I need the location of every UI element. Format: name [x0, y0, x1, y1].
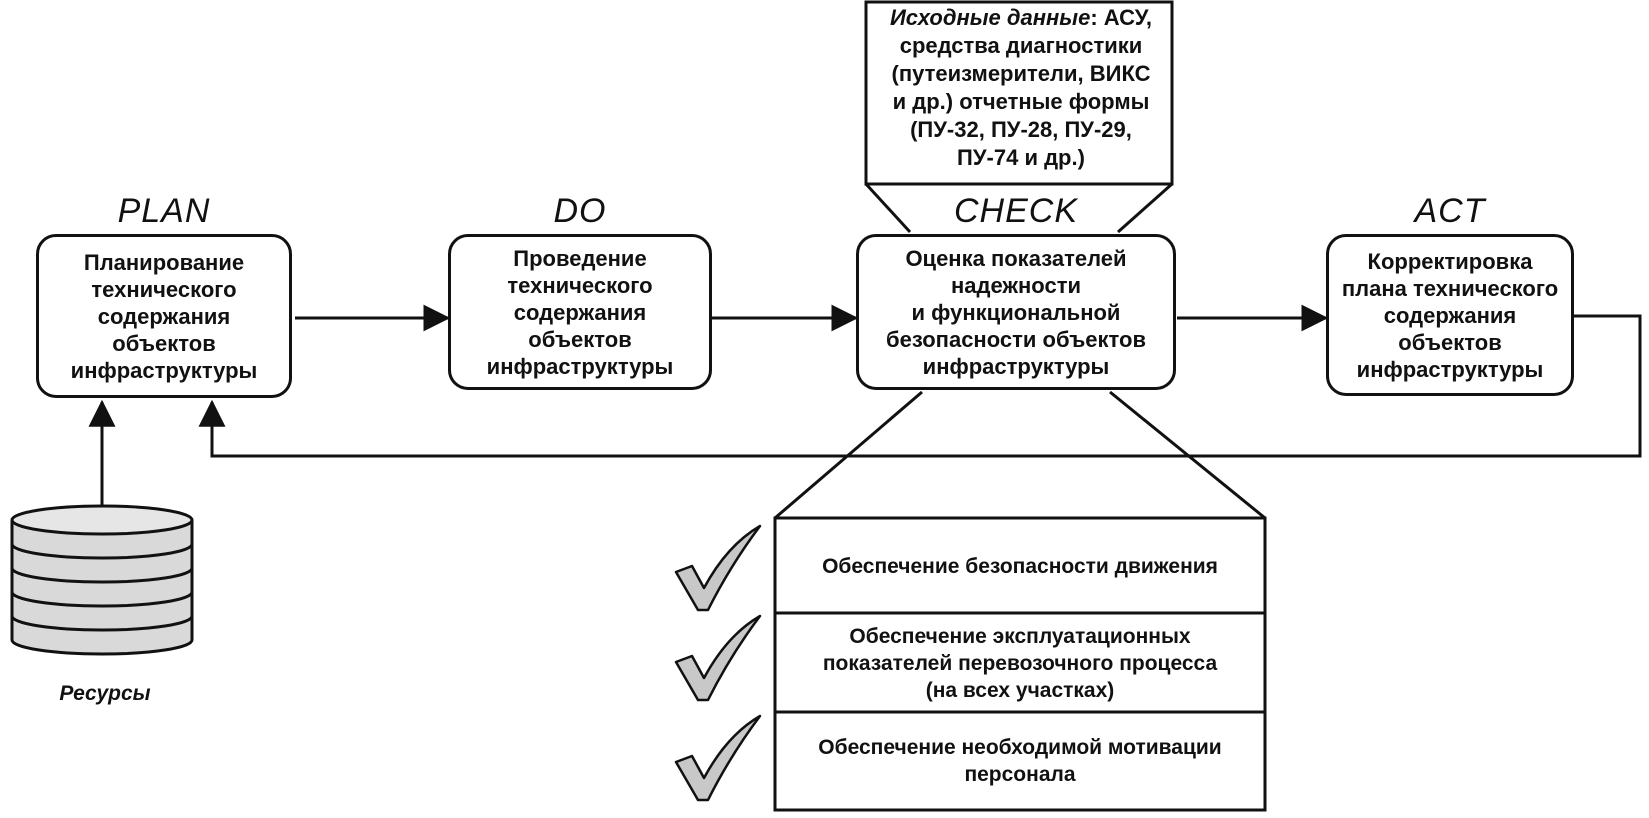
- database-icon: [10, 504, 194, 656]
- stage-title-act: ACT: [1414, 192, 1486, 230]
- goal-text-safety: Обеспечение безопасности движения: [822, 555, 1218, 578]
- stage-title-do: DO: [553, 192, 607, 230]
- stage-box-do: Проведение технического содержания объек…: [448, 234, 712, 390]
- input-data-label: Исходные данные: [889, 5, 1091, 30]
- checkmark-icon: [674, 524, 762, 612]
- stage-box-act: Корректировка плана технического содержа…: [1326, 234, 1574, 396]
- stage-text-act: Корректировка плана технического содержа…: [1341, 248, 1559, 382]
- feedback-loop-arrow: [198, 314, 1642, 458]
- stage-text-do: Проведение технического содержания объек…: [486, 245, 674, 379]
- stage-text-plan: Планирование технического содержания объ…: [70, 249, 258, 383]
- stage-title-check: CHECK: [953, 192, 1079, 230]
- input-data-rest: средства диагностики (путеизмерители, ВИ…: [891, 33, 1151, 170]
- goal-item: Обеспечение необходимой мотивации персон…: [775, 713, 1265, 809]
- stage-title-plan: PLAN: [117, 192, 211, 230]
- input-data-line1: : АСУ,: [1090, 5, 1153, 30]
- goals-callout: [774, 390, 1266, 520]
- goals-box: [773, 516, 1267, 812]
- resources-label: Ресурсы: [59, 682, 151, 705]
- stage-text-check: Оценка показателей надежности и функцион…: [886, 245, 1146, 379]
- goal-item: Обеспечение эксплуатационных показателей…: [775, 614, 1265, 712]
- checkmark-icon: [674, 614, 762, 702]
- goal-item: Обеспечение безопасности движения: [775, 520, 1265, 613]
- input-data-text: Исходные данные: АСУ, средства диагности…: [856, 4, 1186, 172]
- checkmark-icon: [674, 714, 762, 802]
- stage-box-check: Оценка показателей надежности и функцион…: [856, 234, 1176, 390]
- input-data-box: [864, 0, 1174, 186]
- stage-box-plan: Планирование технического содержания объ…: [36, 234, 292, 398]
- goal-text-motivation: Обеспечение необходимой мотивации персон…: [818, 736, 1222, 786]
- input-data-callout: [864, 182, 1173, 234]
- goal-text-operational: Обеспечение эксплуатационных показателей…: [822, 624, 1218, 702]
